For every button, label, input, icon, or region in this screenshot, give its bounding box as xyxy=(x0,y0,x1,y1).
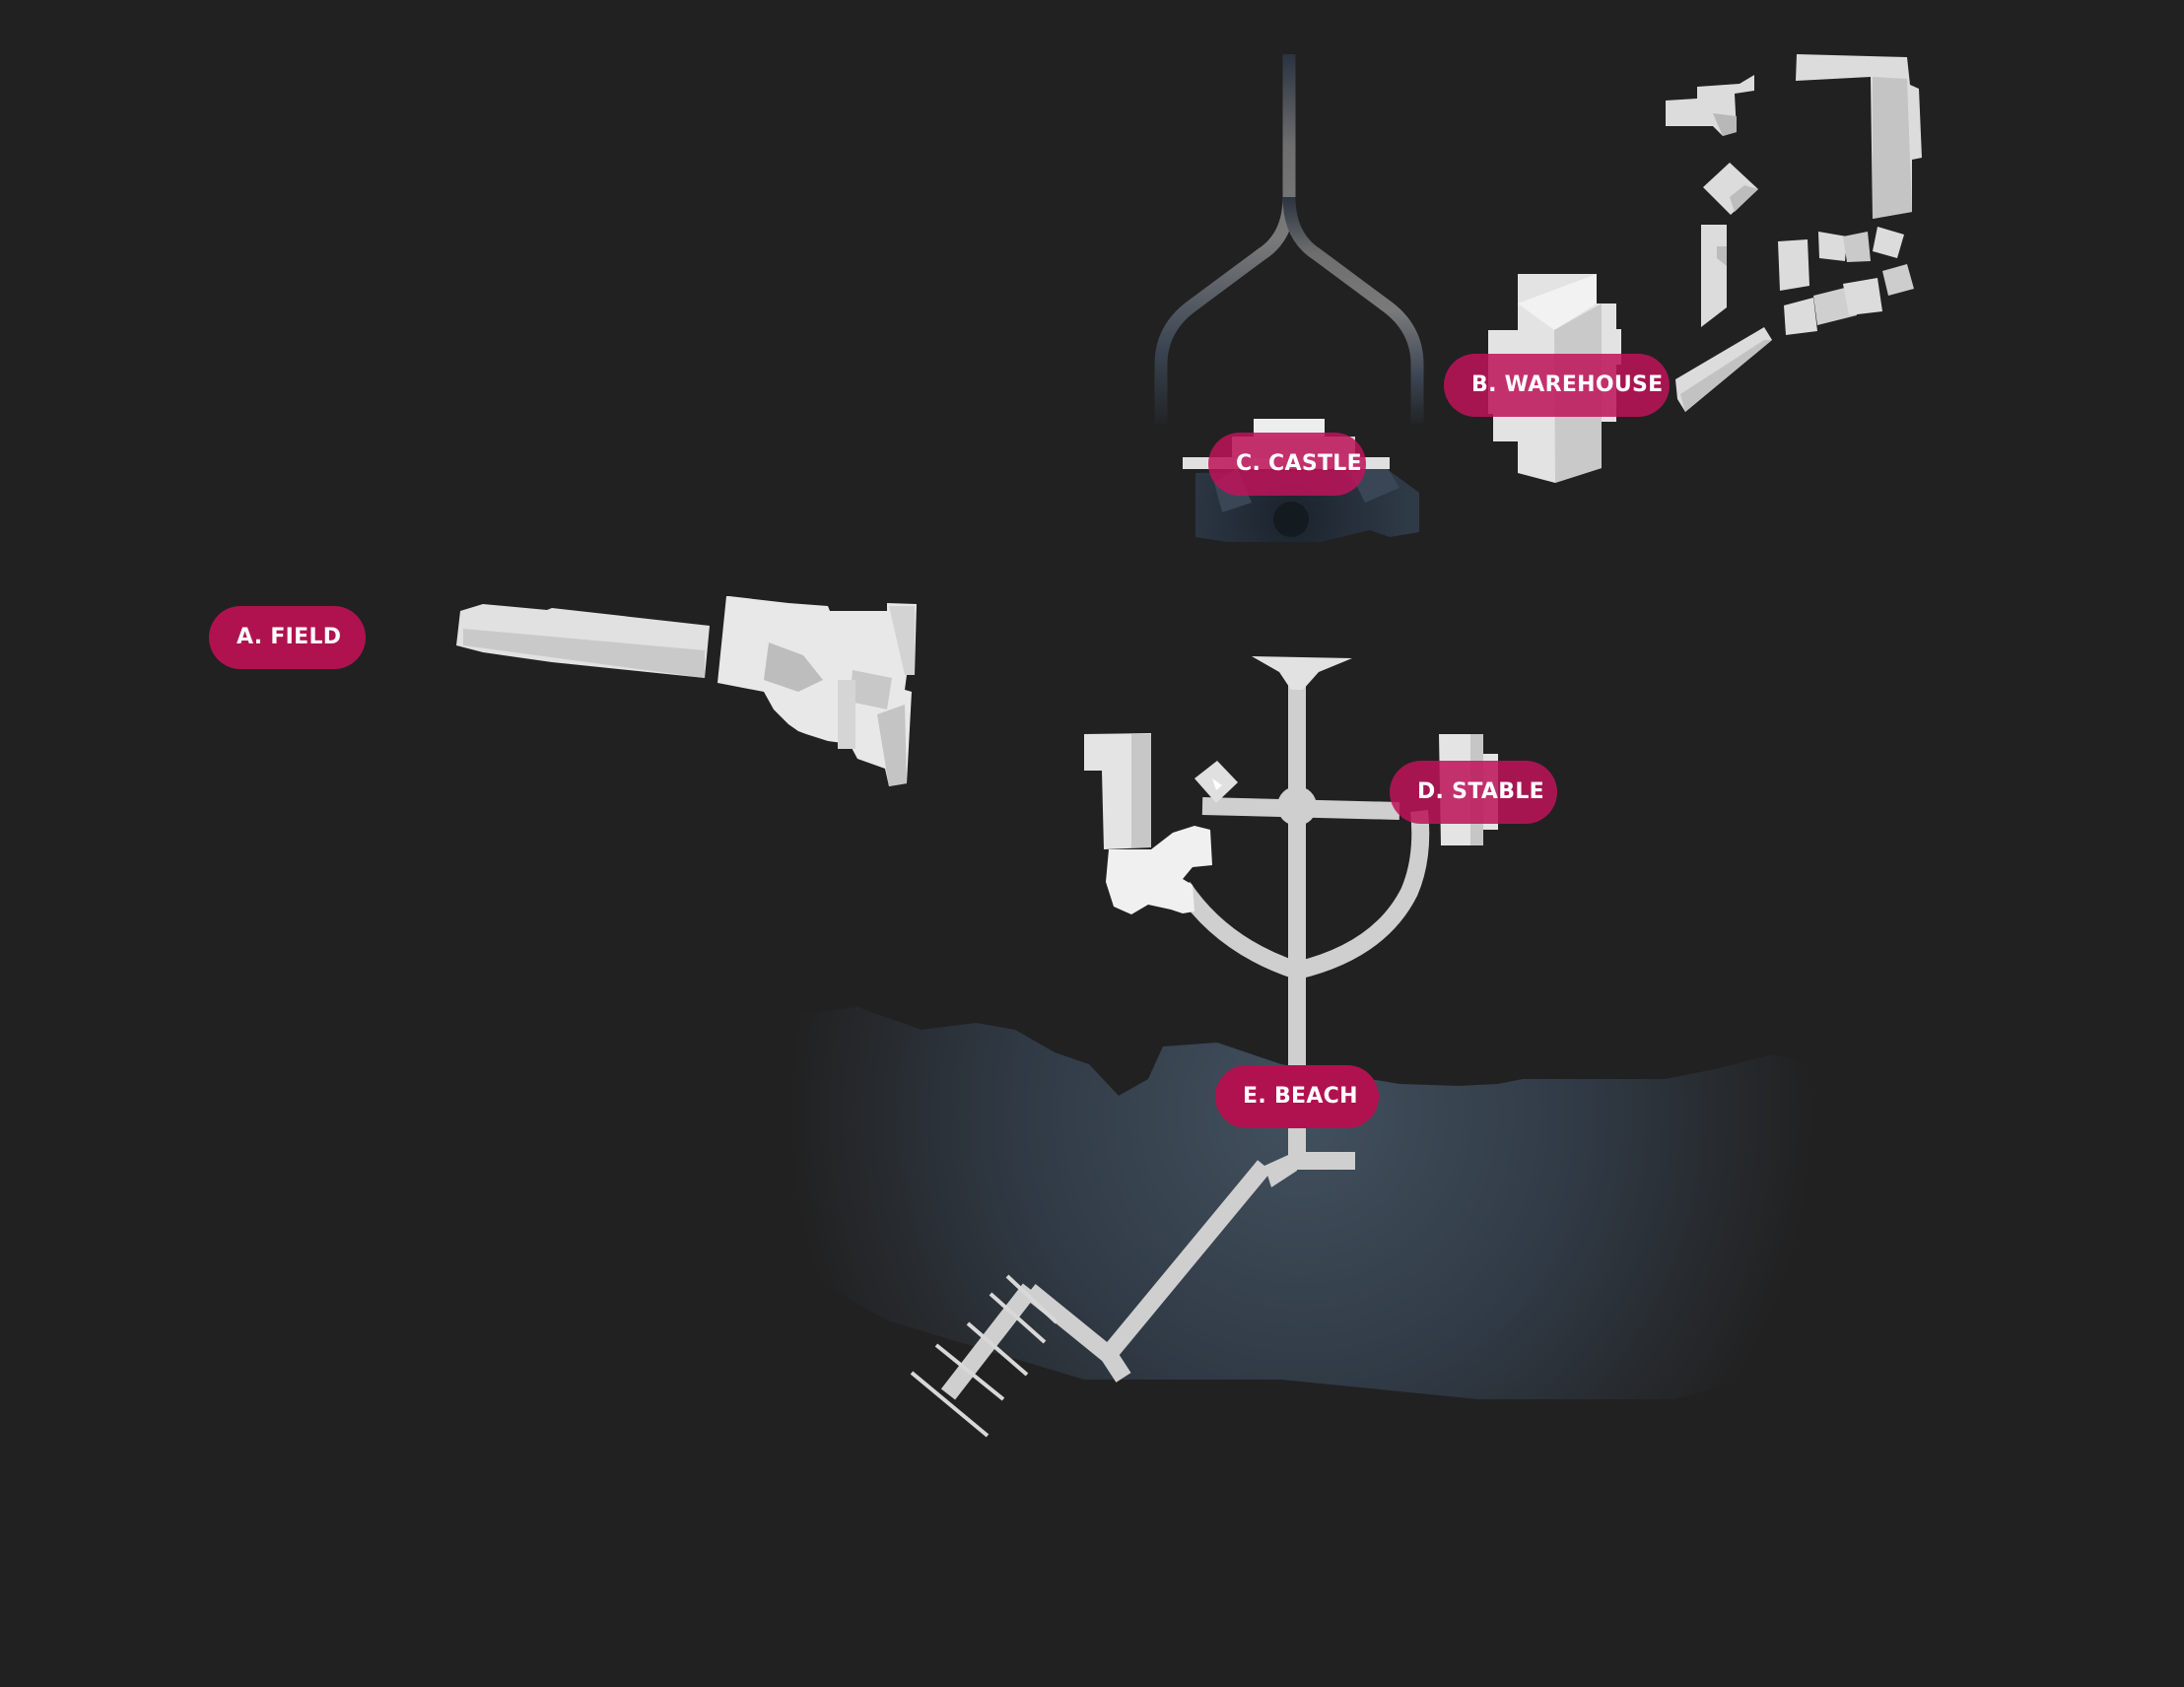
field-buildings xyxy=(456,596,917,786)
road-roundabout xyxy=(1252,656,1352,1187)
harbor-pier xyxy=(910,1274,1058,1438)
northeast-buildings xyxy=(1666,54,1922,412)
label-stable[interactable]: D. STABLE xyxy=(1390,761,1557,824)
label-field[interactable]: A. FIELD xyxy=(209,606,366,669)
label-castle[interactable]: C. CASTLE xyxy=(1208,433,1366,496)
north-road xyxy=(1154,54,1424,424)
label-warehouse[interactable]: B. WAREHOUSE xyxy=(1444,354,1670,417)
label-beach[interactable]: E. BEACH xyxy=(1215,1065,1379,1128)
water-area xyxy=(690,1007,1813,1399)
